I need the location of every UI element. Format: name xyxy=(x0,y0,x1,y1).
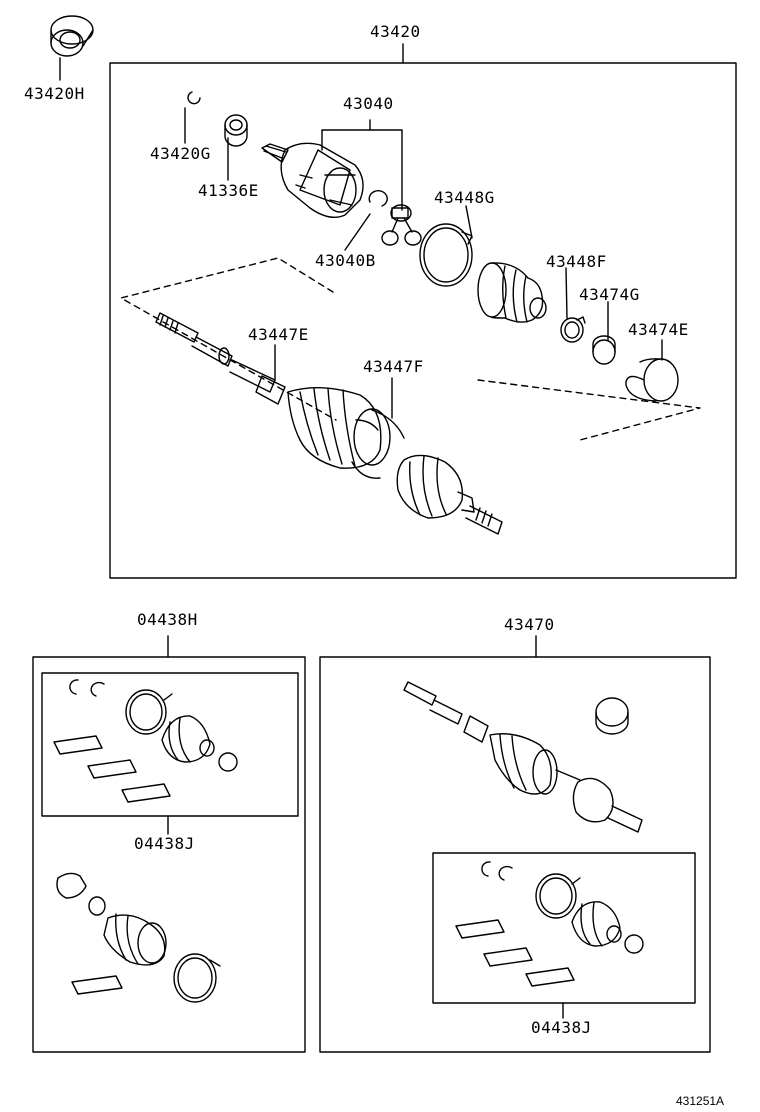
label-41336E: 41336E xyxy=(198,181,259,200)
damper-43470 xyxy=(596,698,628,734)
leader-43040 xyxy=(322,130,402,210)
outboard-boot xyxy=(288,388,404,479)
outboard-cv-joint xyxy=(397,455,502,534)
leader-43448F xyxy=(566,268,567,318)
assembly-frame-43420 xyxy=(110,63,736,578)
snap-ring-43420G xyxy=(188,92,200,104)
frame-04438H xyxy=(33,657,305,1052)
tripod-joint xyxy=(382,205,421,245)
label-43470: 43470 xyxy=(504,615,555,634)
boot-kit-left-lower xyxy=(57,873,220,1002)
label-43420G: 43420G xyxy=(150,144,211,163)
leader-43448G xyxy=(466,206,472,238)
damper-band-43474G xyxy=(593,336,615,364)
inboard-boot xyxy=(478,263,546,322)
damper-43474E xyxy=(626,359,678,401)
label-43474G: 43474G xyxy=(579,285,640,304)
label-43474E: 43474E xyxy=(628,320,689,339)
boot-clamp-43448G xyxy=(420,224,472,286)
frame-43470 xyxy=(320,657,710,1052)
circlip-43040B xyxy=(369,191,387,206)
label-43448G: 43448G xyxy=(434,188,495,207)
bearing-41336E xyxy=(225,115,247,146)
label-43420: 43420 xyxy=(370,22,421,41)
dust-seal-43420H xyxy=(51,16,93,56)
label-43040B: 43040B xyxy=(315,251,376,270)
frame-04438J-left xyxy=(42,673,298,816)
boot-kit-right xyxy=(456,862,643,986)
drive-shaft-assy-43470 xyxy=(404,682,642,832)
label-04438J-left: 04438J xyxy=(134,834,195,853)
boot-kit-left-upper xyxy=(54,680,237,802)
label-04438H: 04438H xyxy=(137,610,198,629)
label-43040: 43040 xyxy=(343,94,394,113)
frame-04438J-right xyxy=(433,853,695,1003)
label-43447F: 43447F xyxy=(363,357,424,376)
dashed-group-outline-right xyxy=(478,380,700,440)
dashed-group-outline xyxy=(121,258,336,420)
label-43448F: 43448F xyxy=(546,252,607,271)
label-43420H: 43420H xyxy=(24,84,85,103)
boot-clamp-43448F xyxy=(561,317,585,342)
figure-code: 431251A xyxy=(676,1094,725,1108)
label-04438J-right: 04438J xyxy=(531,1018,592,1037)
label-43447E: 43447E xyxy=(248,325,309,344)
inboard-joint-housing xyxy=(262,143,363,217)
drive-shaft xyxy=(156,313,285,404)
leader-43040B xyxy=(345,214,370,250)
